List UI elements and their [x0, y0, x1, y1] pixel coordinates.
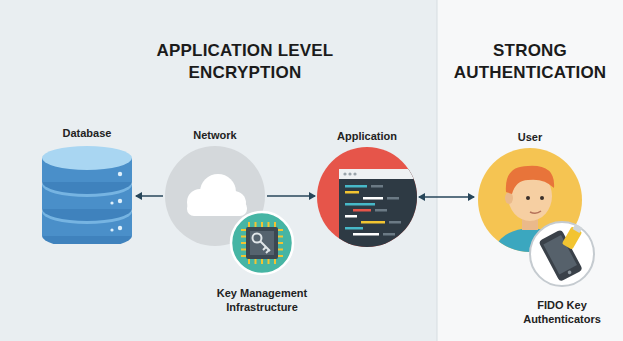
node-label: FIDO Key Authenticators: [508, 298, 616, 326]
panel-title: APPLICATION LEVEL ENCRYPTION: [125, 40, 365, 84]
panel-region: APPLICATION LEVEL ENCRYPTION Database Netw…: [0, 0, 437, 341]
key-management-node: Key Management Infrastructure: [200, 210, 324, 314]
node-label: User: [476, 130, 584, 144]
connector-arrow: [418, 193, 475, 201]
panel-region: STRONG AUTHENTICATION UserFIDO Key Authen…: [437, 0, 623, 341]
key-management-icon: [229, 210, 295, 276]
application-node: Application: [317, 129, 417, 247]
node-label: Database: [40, 126, 134, 140]
fido-authenticator-node: FIDO Key Authenticators: [508, 220, 616, 326]
node-label: Application: [317, 129, 417, 143]
fido-authenticator-icon: [528, 220, 596, 288]
database-node: Database: [40, 126, 134, 244]
node-label: Key Management Infrastructure: [200, 286, 324, 314]
database-icon: [40, 144, 134, 244]
connector-arrow: [267, 192, 316, 200]
connector-arrow: [135, 192, 163, 200]
application-icon: [317, 147, 417, 247]
panel-title: STRONG AUTHENTICATION: [440, 40, 620, 84]
node-label: Network: [165, 128, 265, 142]
